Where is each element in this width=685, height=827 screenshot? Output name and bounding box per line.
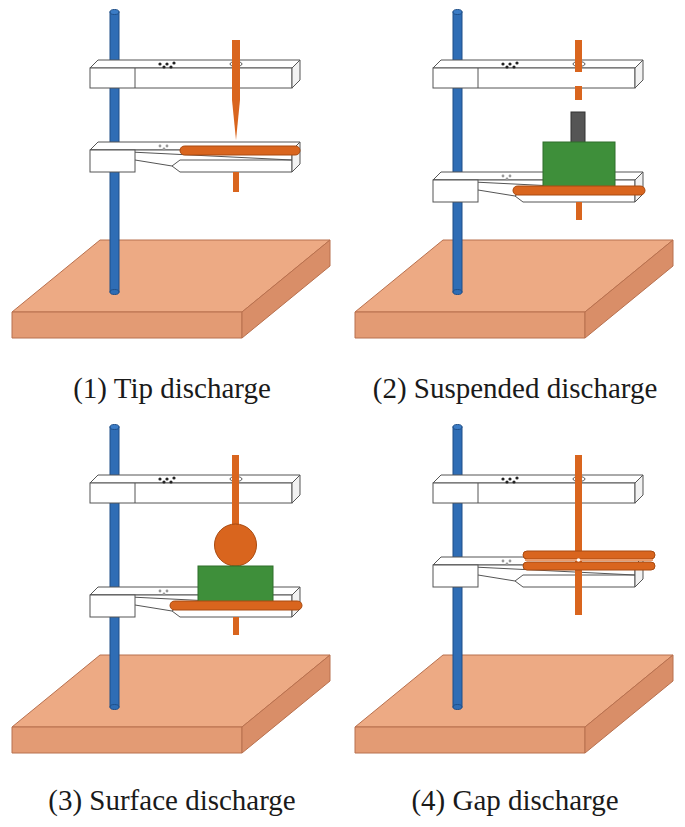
panel-caption: (2) Suspended discharge [373, 372, 658, 405]
panel-caption: (4) Gap discharge [411, 784, 618, 817]
panel-caption: (3) Surface discharge [48, 784, 295, 817]
panel-caption: (1) Tip discharge [73, 372, 271, 405]
